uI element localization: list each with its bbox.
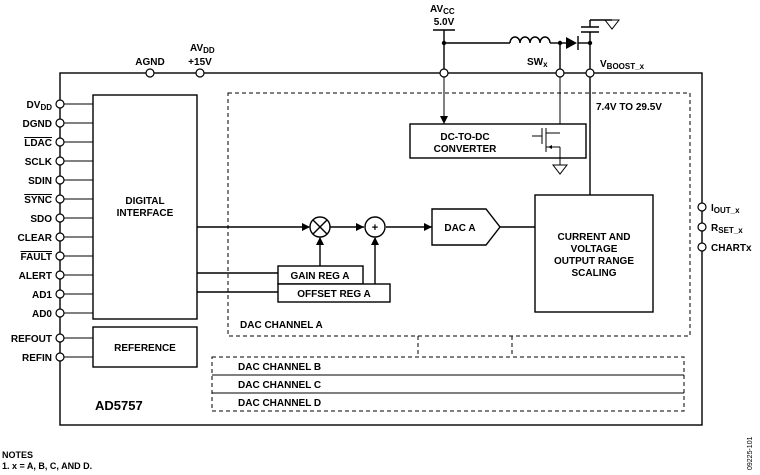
reference-block <box>92 326 198 368</box>
supply-network <box>433 19 621 73</box>
vboost-label: VBOOST_x <box>600 59 645 71</box>
avcc-value: 5.0V <box>434 17 455 28</box>
gain-reg-label: GAIN REG A <box>290 271 349 282</box>
ref-pin-refin: REFIN <box>22 352 93 364</box>
left-pin-label: LDAC <box>24 138 52 149</box>
offset-reg-block <box>277 283 391 303</box>
left-pin-ad1: AD1 <box>32 289 93 301</box>
left-pin-label: SCLK <box>25 157 53 168</box>
avdd-label: AVDD <box>190 43 215 55</box>
right-pin-2: CHARTx <box>697 242 752 254</box>
ref-pin-label: REFOUT <box>11 334 52 345</box>
left-pin-label: ALERT <box>19 271 52 282</box>
dac-channel-a-region <box>227 92 691 337</box>
swx-label: SWx <box>527 57 548 69</box>
avcc-label: AVCC <box>430 4 455 16</box>
right-pin-label: IOUT_x <box>711 203 740 215</box>
vboost-pin <box>585 68 595 78</box>
notes-title: NOTES <box>2 450 33 460</box>
scaling-line4: SCALING <box>572 268 617 279</box>
left-pin-ad0: AD0 <box>32 308 93 320</box>
dac-a-block <box>431 208 501 246</box>
left-pin-clear: CLEAR <box>18 232 93 244</box>
left-pin-sdo: SDO <box>30 213 93 225</box>
reference-label: REFERENCE <box>114 343 176 354</box>
dcdc-line2: CONVERTER <box>434 144 498 155</box>
left-pin-label: SYNC <box>24 195 52 206</box>
scaling-block <box>534 194 654 313</box>
adder-sign: + <box>372 222 378 234</box>
dac-channel-c-label: DAC CHANNEL C <box>238 380 321 391</box>
left-pin-dv: DVDD <box>27 99 93 112</box>
dac-channel-d-label: DAC CHANNEL D <box>238 398 321 409</box>
digital-interface-line2: INTERFACE <box>117 208 174 219</box>
scaling-line1: CURRENT AND <box>558 232 631 243</box>
left-pin-label: FAULT <box>21 252 52 263</box>
left-pin-ldac: LDAC <box>24 137 93 149</box>
left-pin-sdin: SDIN <box>28 175 93 187</box>
left-pin-label: CLEAR <box>18 233 53 244</box>
scaling-line2: VOLTAGE <box>571 244 618 255</box>
right-pin-label: CHARTx <box>711 243 752 254</box>
vboost-range-label: 7.4V TO 29.5V <box>596 102 662 113</box>
right-pin-label: RSET_x <box>711 223 743 235</box>
left-pin-label: SDO <box>30 214 52 225</box>
part-number: AD5757 <box>95 398 143 413</box>
dac-channels-bcd-region <box>211 356 685 412</box>
swx-pin <box>555 68 565 78</box>
dcdc-line1: DC-TO-DC <box>440 132 489 143</box>
dac-channel-a-label: DAC CHANNEL A <box>240 320 323 331</box>
left-pin-fault: FAULT <box>21 251 93 263</box>
dac-a-label: DAC A <box>444 223 475 234</box>
avcc-pin <box>439 68 449 78</box>
channel-link-dashes <box>417 336 513 357</box>
scaling-line3: OUTPUT RANGE <box>554 256 634 267</box>
left-pin-label: DVDD <box>27 100 53 112</box>
signal-path <box>197 223 535 293</box>
left-pin-label: AD1 <box>32 290 52 301</box>
notes-line1: 1. x = A, B, C, AND D. <box>2 461 92 471</box>
right-pin-0: IOUT_x <box>697 202 740 215</box>
left-pin-label: AD0 <box>32 309 52 320</box>
digital-interface-block <box>92 94 198 320</box>
digital-interface-line1: DIGITAL <box>125 196 164 207</box>
left-pin-sync: SYNC <box>24 194 93 206</box>
left-pin-sclk: SCLK <box>25 156 93 168</box>
ref-pin-refout: REFOUT <box>11 333 93 345</box>
left-pin-dgnd: DGND <box>23 118 93 130</box>
left-pin-label: DGND <box>23 119 52 130</box>
adder-icon <box>364 216 386 238</box>
offset-reg-label: OFFSET REG A <box>297 289 371 300</box>
figure-id: 09225-101 <box>747 436 754 470</box>
ref-pin-label: REFIN <box>22 353 52 364</box>
avdd-pin <box>195 68 205 78</box>
agnd-label: AGND <box>135 57 164 68</box>
dac-channel-b-label: DAC CHANNEL B <box>238 362 321 373</box>
left-pin-label: SDIN <box>28 176 52 187</box>
dcdc-converter-block <box>409 123 587 159</box>
agnd-pin <box>145 68 155 78</box>
left-pin-alert: ALERT <box>19 270 93 282</box>
right-pin-1: RSET_x <box>697 222 743 235</box>
top-pins: AGND AVDD +15V AVCC 5.0V SWx VBOOST_x <box>135 4 645 78</box>
left-pins: DVDD DGND LDAC SCLK SDIN SYNC SDO CLEAR FAULT ALE… <box>11 99 93 364</box>
avdd-value: +15V <box>188 57 212 68</box>
dcdc-transistor-icon <box>440 73 569 175</box>
multiplier-icon <box>309 216 331 238</box>
